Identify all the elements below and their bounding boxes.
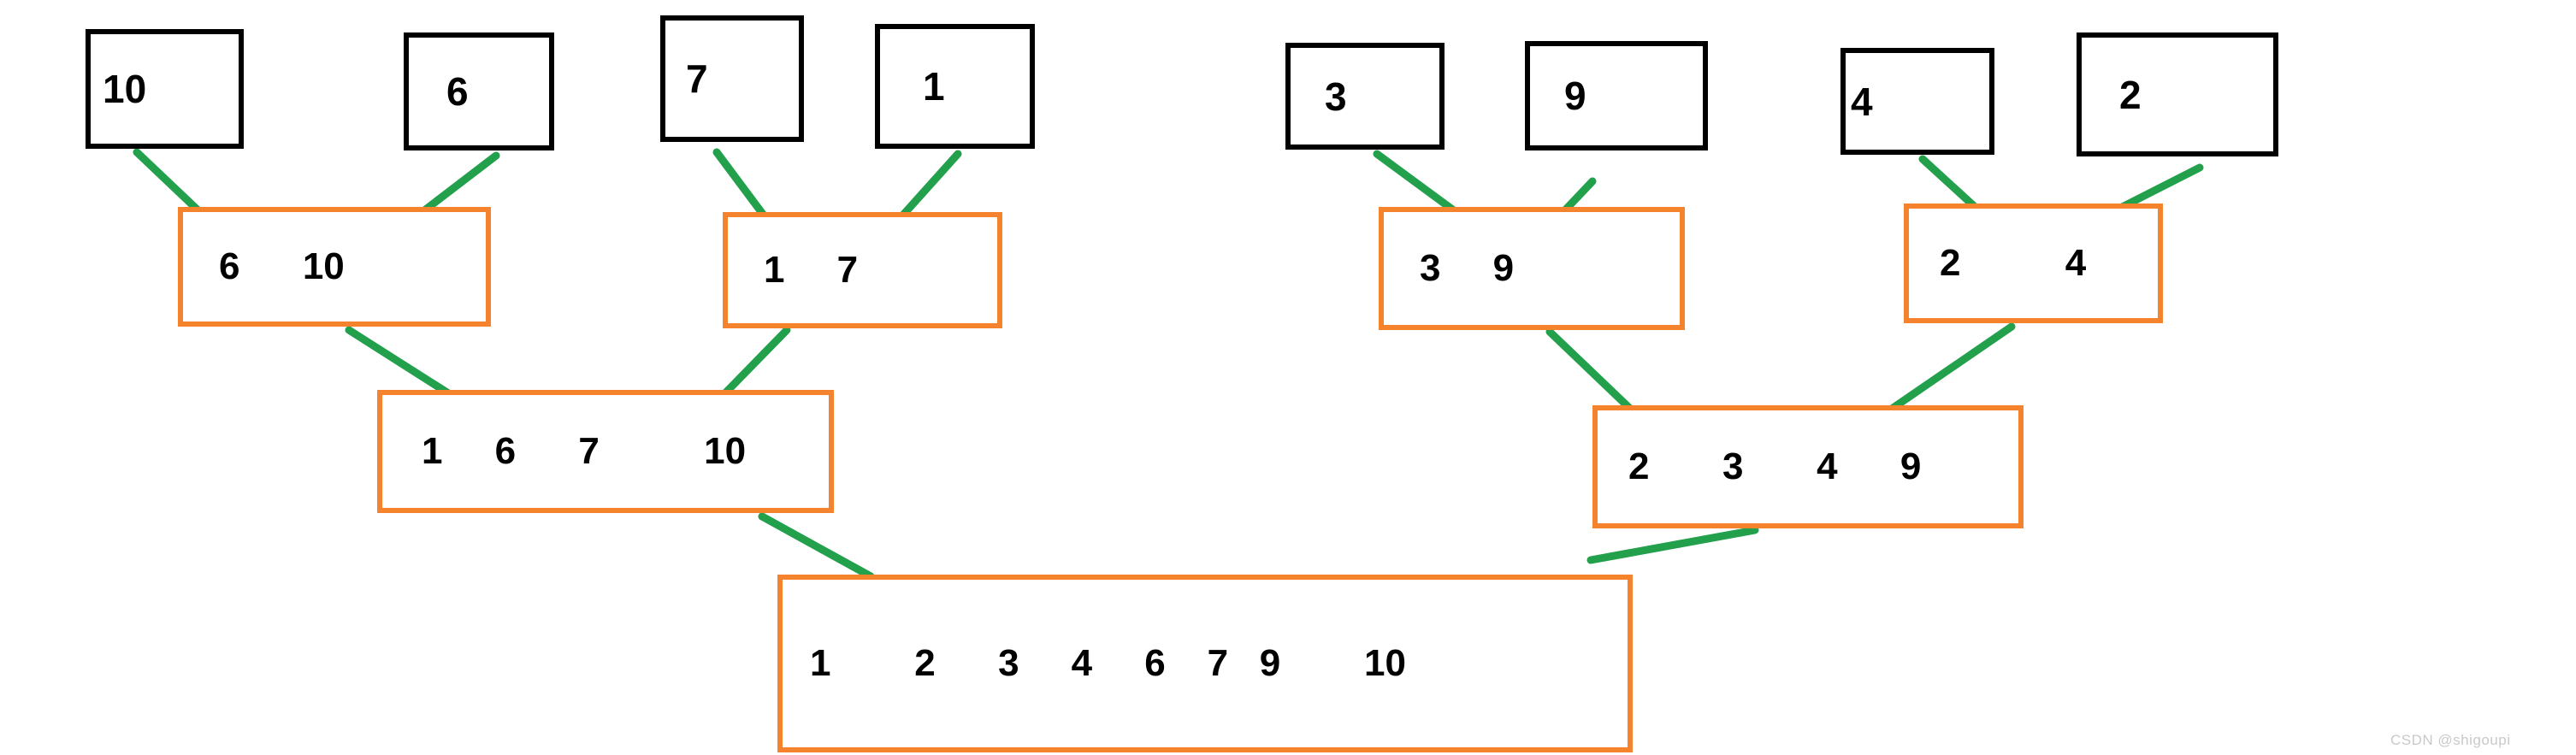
node-label-merge-2-3-4-9: 2 3 4 9 xyxy=(1628,445,1922,487)
node-label-merge-6-10: 6 10 xyxy=(219,245,345,287)
node-leaf-4[interactable]: 4 xyxy=(1840,48,1994,155)
node-leaf-3[interactable]: 3 xyxy=(1285,43,1445,150)
node-merge-2-4[interactable]: 2 4 xyxy=(1904,203,2163,323)
node-leaf-9[interactable]: 9 xyxy=(1525,41,1708,150)
node-label-leaf-3: 3 xyxy=(1325,74,1347,119)
node-leaf-7[interactable]: 7 xyxy=(660,15,804,142)
node-label-leaf-6: 6 xyxy=(446,69,469,114)
node-label-leaf-9: 9 xyxy=(1564,74,1586,118)
node-merge-final[interactable]: 1 2 3 4 6 7 9 10 xyxy=(777,575,1633,752)
node-merge-6-10[interactable]: 6 10 xyxy=(178,207,491,327)
edge-1_6_7_10-to-final xyxy=(758,512,875,581)
node-label-leaf-10: 10 xyxy=(103,67,147,111)
node-label-leaf-7: 7 xyxy=(686,56,708,101)
node-label-merge-1-6-7-10: 1 6 7 10 xyxy=(422,430,747,472)
node-label-merge-3-9: 3 9 xyxy=(1420,247,1515,289)
node-merge-1-6-7-10[interactable]: 1 6 7 10 xyxy=(377,390,834,513)
node-leaf-1[interactable]: 1 xyxy=(875,24,1035,149)
node-label-leaf-1: 1 xyxy=(923,64,945,109)
node-label-merge-1-7: 1 7 xyxy=(764,249,859,291)
node-label-merge-2-4: 2 4 xyxy=(1940,242,2087,284)
edge-2_3_4_9-to-final xyxy=(1586,526,1759,564)
node-label-leaf-2: 2 xyxy=(2119,72,2142,117)
node-merge-2-3-4-9[interactable]: 2 3 4 9 xyxy=(1592,405,2024,528)
node-merge-1-7[interactable]: 1 7 xyxy=(723,212,1002,328)
node-label-merge-final: 1 2 3 4 6 7 9 10 xyxy=(810,642,1406,684)
watermark: CSDN @shigoupi xyxy=(2390,732,2511,748)
node-label-leaf-4: 4 xyxy=(1851,79,1873,124)
node-leaf-2[interactable]: 2 xyxy=(2077,32,2278,156)
node-merge-3-9[interactable]: 3 9 xyxy=(1379,207,1685,330)
node-leaf-6[interactable]: 6 xyxy=(404,32,554,150)
node-leaf-10[interactable]: 10 xyxy=(86,29,244,149)
